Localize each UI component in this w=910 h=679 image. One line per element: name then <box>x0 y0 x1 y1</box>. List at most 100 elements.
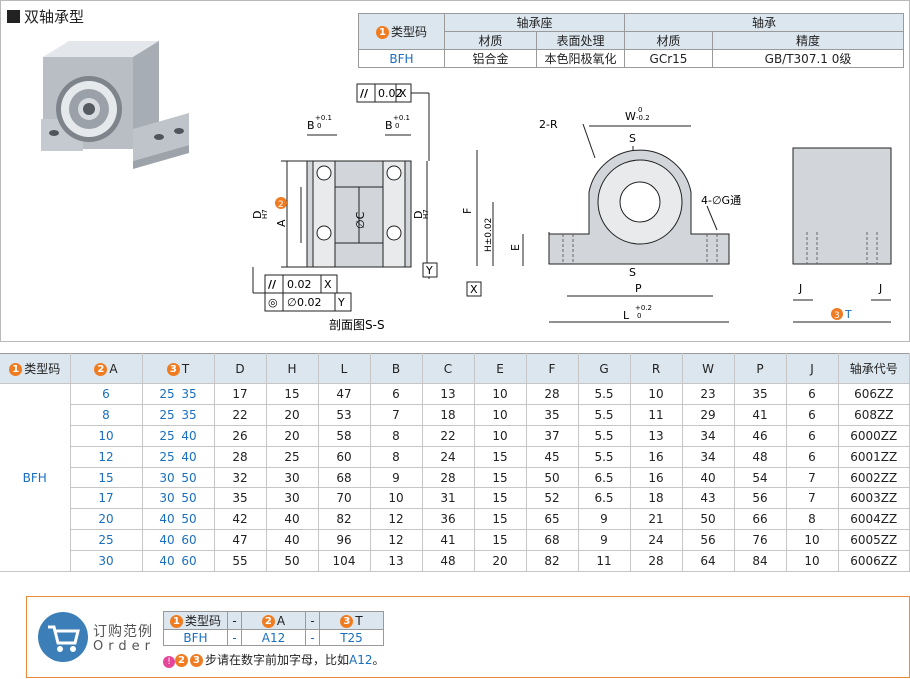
svg-text:+0.1: +0.1 <box>315 114 332 122</box>
svg-text:P: P <box>635 282 642 295</box>
code-cell: 6005ZZ <box>838 529 910 552</box>
th-b: B <box>370 353 423 384</box>
spec-bearing-precision: GB/T307.1 0级 <box>712 49 904 68</box>
w-cell: 34 <box>682 425 735 447</box>
c-cell: 48 <box>422 550 475 573</box>
svg-text:Y: Y <box>337 296 345 309</box>
c-cell: 41 <box>422 529 475 552</box>
f-cell: 28 <box>526 383 579 405</box>
c-cell: 18 <box>422 404 475 426</box>
j-cell: 10 <box>786 550 839 573</box>
d-cell: 17 <box>214 383 267 405</box>
spec-surface-header: 表面处理 <box>536 31 625 50</box>
l-cell: 70 <box>318 487 371 510</box>
b-cell: 9 <box>370 467 423 489</box>
l-cell: 47 <box>318 383 371 405</box>
f-cell: 65 <box>526 508 579 531</box>
b-cell: 12 <box>370 529 423 552</box>
g-cell: 5.5 <box>578 404 631 426</box>
j-cell: 7 <box>786 487 839 510</box>
order-type-value: BFH <box>163 629 228 646</box>
l-cell: 60 <box>318 446 371 468</box>
b-cell: 10 <box>370 487 423 510</box>
svg-text:0: 0 <box>638 106 642 114</box>
svg-text:D: D <box>412 211 425 219</box>
f-cell: 82 <box>526 550 579 573</box>
spec-seat-surface: 本色阳极氧化 <box>536 49 625 68</box>
j-cell: 8 <box>786 508 839 531</box>
order-title-en: Order <box>93 639 155 654</box>
j-cell: 6 <box>786 425 839 447</box>
spec-material2-header: 材质 <box>624 31 713 50</box>
r-cell: 16 <box>630 446 683 468</box>
svg-text:X: X <box>324 278 332 291</box>
a-cell: 15 <box>70 467 143 489</box>
d-cell: 47 <box>214 529 267 552</box>
p-cell: 35 <box>734 383 787 405</box>
svg-text:0: 0 <box>637 312 641 320</box>
svg-text:+0.1: +0.1 <box>393 114 410 122</box>
f-cell: 68 <box>526 529 579 552</box>
product-image <box>41 41 189 169</box>
th-bearing-code: 轴承代号 <box>838 353 910 384</box>
e-cell: 15 <box>474 446 527 468</box>
cart-icon <box>38 612 88 662</box>
spec-precision-header: 精度 <box>712 31 904 50</box>
svg-text://: // <box>360 87 369 100</box>
g-cell: 9 <box>578 508 631 531</box>
e-cell: 10 <box>474 404 527 426</box>
l-cell: 58 <box>318 425 371 447</box>
b-cell: 7 <box>370 404 423 426</box>
g-cell: 5.5 <box>578 446 631 468</box>
svg-text:2: 2 <box>278 200 284 210</box>
svg-text:F: F <box>463 208 474 214</box>
svg-text:0.02: 0.02 <box>287 278 312 291</box>
c-cell: 36 <box>422 508 475 531</box>
g-cell: 5.5 <box>578 425 631 447</box>
l-cell: 53 <box>318 404 371 426</box>
th-r: R <box>630 353 683 384</box>
h-cell: 20 <box>266 404 319 426</box>
f-cell: 45 <box>526 446 579 468</box>
r-cell: 24 <box>630 529 683 552</box>
svg-text:W: W <box>625 110 636 123</box>
p-cell: 41 <box>734 404 787 426</box>
svg-text:∅: ∅ <box>287 296 297 309</box>
w-cell: 64 <box>682 550 735 573</box>
svg-text:D: D <box>251 211 264 219</box>
r-cell: 16 <box>630 467 683 489</box>
p-cell: 84 <box>734 550 787 573</box>
svg-text:0.02: 0.02 <box>297 296 322 309</box>
svg-text:3: 3 <box>834 311 840 321</box>
g-cell: 6.5 <box>578 467 631 489</box>
d-cell: 35 <box>214 487 267 510</box>
th-p: P <box>734 353 787 384</box>
p-cell: 48 <box>734 446 787 468</box>
l-cell: 82 <box>318 508 371 531</box>
page-title: 双轴承型 <box>7 6 84 27</box>
j-cell: 6 <box>786 383 839 405</box>
d-cell: 32 <box>214 467 267 489</box>
e-cell: 15 <box>474 529 527 552</box>
svg-text:B: B <box>385 119 393 132</box>
svg-text:A: A <box>275 219 288 227</box>
a-cell: 8 <box>70 404 143 426</box>
code-cell: 608ZZ <box>838 404 910 426</box>
l-cell: 68 <box>318 467 371 489</box>
d-cell: 28 <box>214 446 267 468</box>
svg-text:B: B <box>307 119 315 132</box>
w-cell: 40 <box>682 467 735 489</box>
th-h: H <box>266 353 319 384</box>
j-cell: 6 <box>786 404 839 426</box>
f-cell: 50 <box>526 467 579 489</box>
w-cell: 43 <box>682 487 735 510</box>
